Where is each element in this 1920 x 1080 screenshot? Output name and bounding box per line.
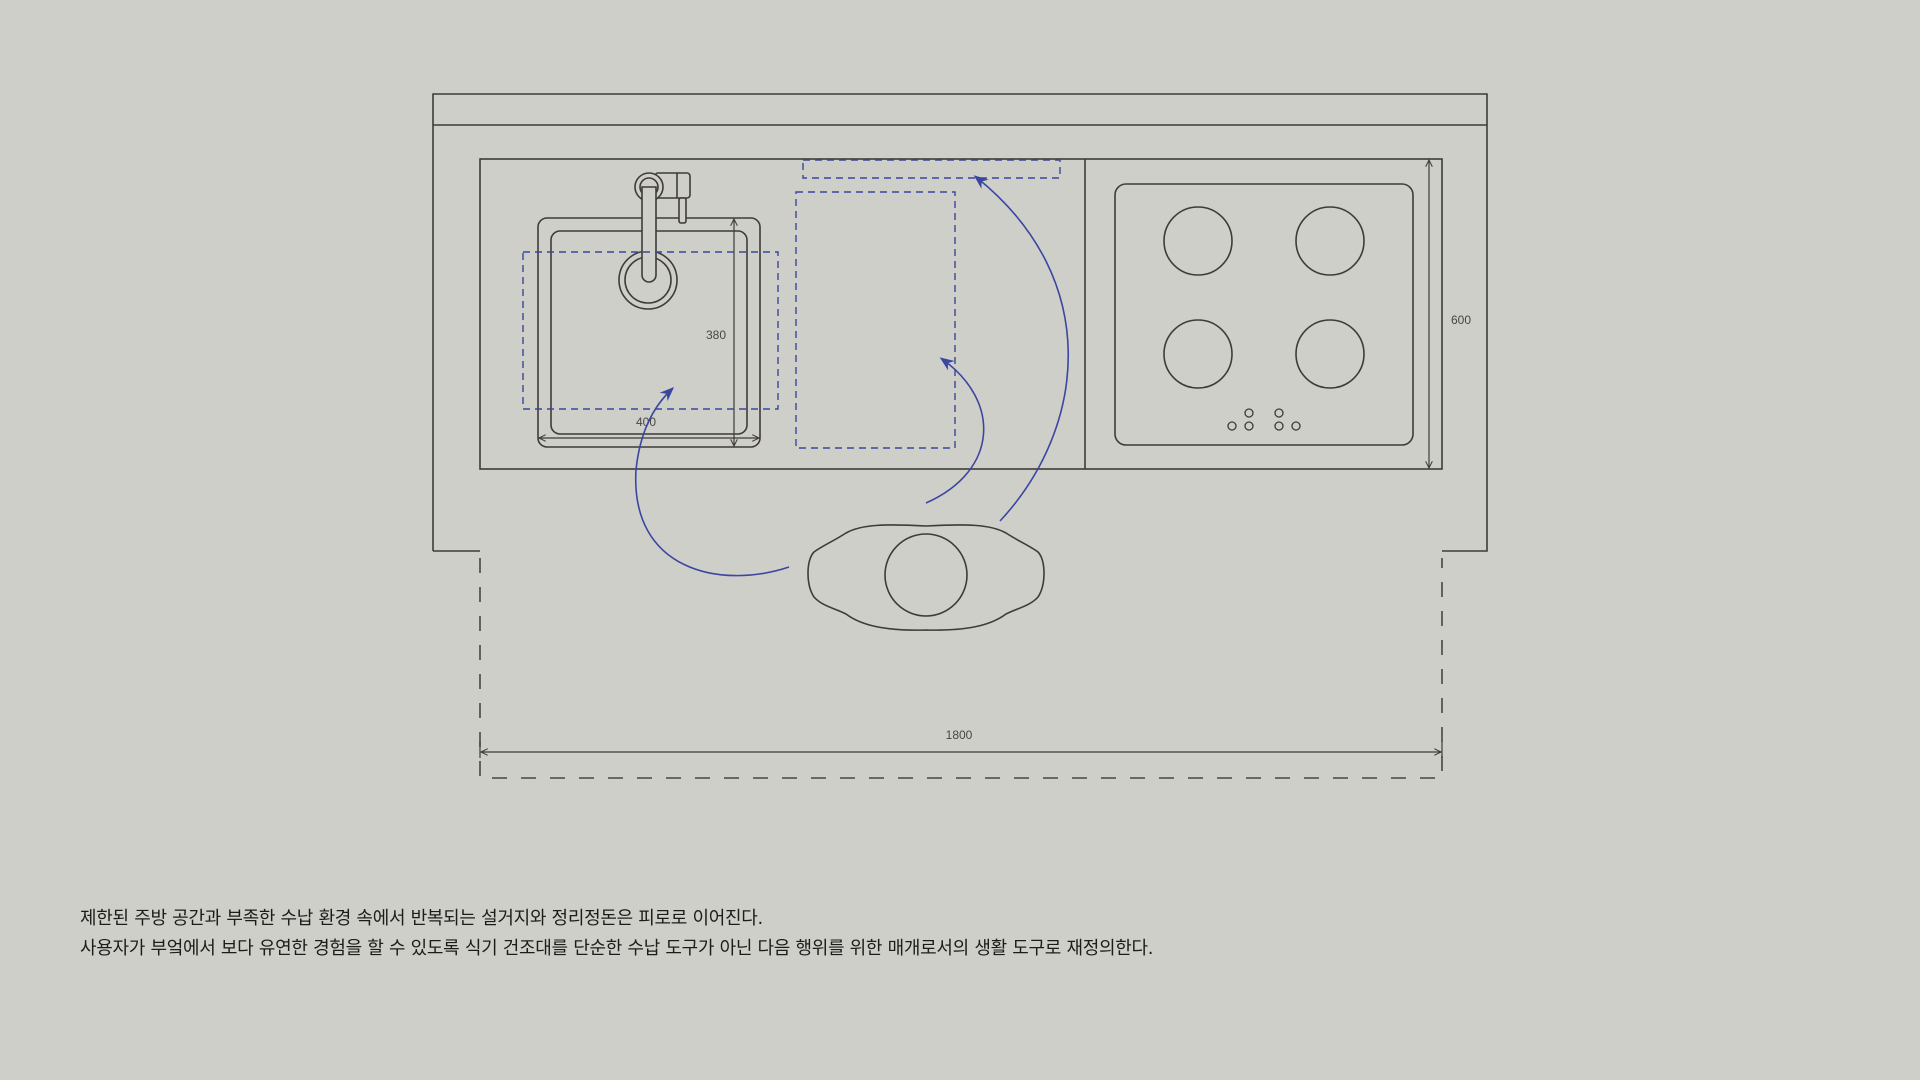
faucet-icon (634, 172, 691, 283)
zone-back-shelf (802, 159, 1061, 179)
cooktop (1114, 183, 1414, 446)
dimension-label-600: 600 (1451, 313, 1471, 327)
caption-line-2: 사용자가 부엌에서 보다 유연한 경험을 할 수 있도록 식기 건조대를 단순한… (80, 938, 1154, 959)
burner-icon (1163, 319, 1233, 389)
burner-icon (1163, 206, 1233, 276)
countertop (479, 158, 1443, 470)
dimension-label-380: 380 (706, 328, 726, 342)
zone-sink-rack (522, 251, 779, 410)
caption-line-1: 제한된 주방 공간과 부족한 수납 환경 속에서 반복되는 설거지와 정리정돈은… (80, 908, 763, 929)
user-figure-icon (807, 524, 1045, 631)
burner-icon (1295, 206, 1365, 276)
dimension-label-400: 400 (636, 415, 656, 429)
arrow-to-sink (635, 387, 790, 577)
wall-cabinet (432, 93, 1488, 552)
dimension-label-1800: 1800 (946, 728, 973, 742)
arrow-to-counter-rack (925, 357, 985, 504)
head (884, 533, 968, 617)
cooktop-knobs (1227, 408, 1301, 431)
movement-arrows (635, 175, 1069, 577)
burner-icon (1295, 319, 1365, 389)
drying-zones (522, 159, 1061, 449)
floor-area-outline (479, 558, 1443, 779)
zone-counter-rack (795, 191, 956, 449)
caption: 제한된 주방 공간과 부족한 수납 환경 속에서 반복되는 설거지와 정리정돈은… (80, 904, 1154, 964)
dimension-counter-width (479, 742, 1443, 758)
arrow-to-back-shelf (973, 175, 1069, 522)
